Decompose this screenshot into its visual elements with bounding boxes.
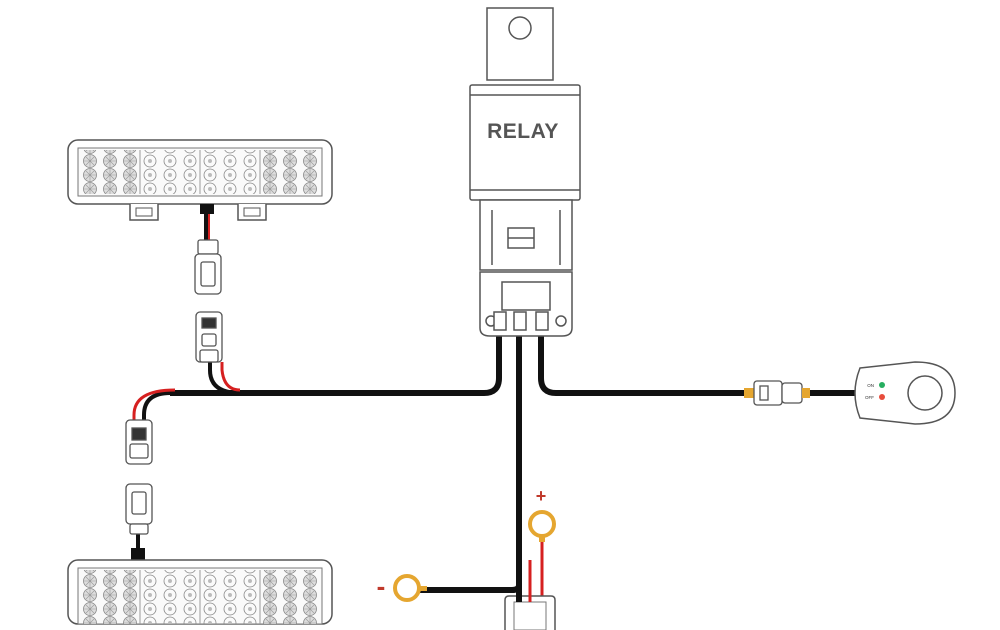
branch-wire-lower-black (142, 391, 171, 420)
led-light-bar-top (67, 139, 333, 221)
connector-plug-icon (125, 483, 153, 535)
connector-plug-icon (194, 239, 222, 295)
branch-wire-upper-black (208, 362, 241, 395)
ground-wire (420, 332, 522, 593)
harness-wire-main (170, 332, 502, 396)
negative-symbol: - (377, 571, 386, 601)
switch-off-label: OFF (865, 395, 874, 400)
led-light-bar-bottom (67, 548, 333, 625)
switch-connector-icon (744, 380, 810, 406)
switch-on-label: ON (867, 383, 874, 388)
rocker-switch-icon: ON OFF (854, 361, 956, 425)
branch-wire-lower-red (132, 388, 176, 420)
positive-symbol: + (536, 486, 547, 506)
led-green-indicator (879, 382, 885, 388)
led-red-indicator (879, 394, 885, 400)
relay-label: RELAY (487, 120, 559, 143)
connector-socket-icon (195, 311, 223, 363)
ring-terminal-positive-icon (528, 510, 556, 542)
ring-terminal-negative-icon (393, 574, 427, 602)
branch-wire-upper-red (220, 362, 241, 392)
relay-icon (469, 7, 581, 337)
connector-socket-icon (125, 419, 153, 465)
fuse-holder-icon (504, 570, 556, 630)
switch-wire (538, 332, 755, 396)
